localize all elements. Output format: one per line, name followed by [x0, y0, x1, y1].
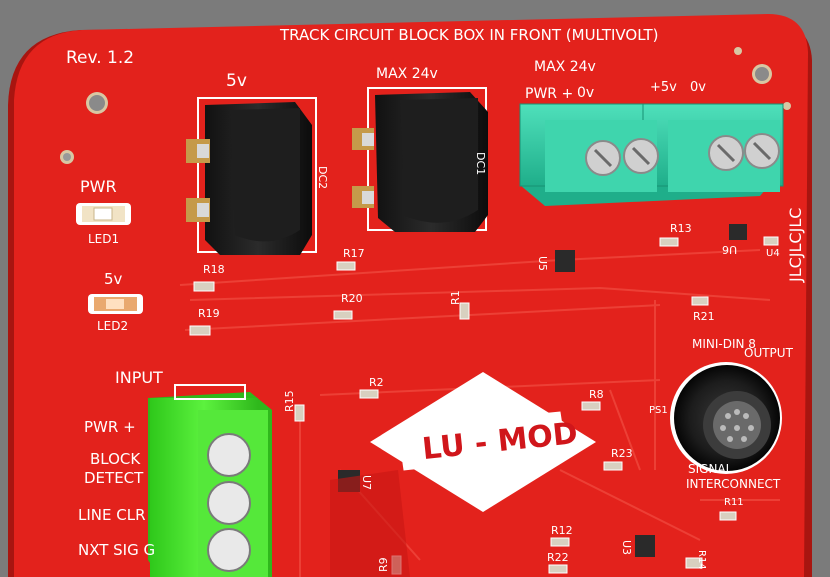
ref-u5: U5	[536, 256, 549, 272]
led1-ref: LED1	[88, 232, 120, 246]
ref-r2: R2	[369, 376, 384, 389]
mounting-holes	[60, 47, 791, 164]
ref-r18: R18	[203, 263, 225, 276]
led2-ref: LED2	[97, 319, 129, 333]
teal-screw-terminals	[519, 103, 784, 206]
interconnect-caption: INTERCONNECT	[686, 477, 781, 491]
dc1-ref: DC1	[474, 152, 487, 176]
input-pin-detect: DETECT	[84, 469, 144, 487]
ref-r9: R9	[377, 557, 390, 572]
ref-r11: R11	[724, 497, 744, 508]
input-pin-line-clr: LINE CLR	[78, 506, 146, 524]
side-code-label: JLCJLCJLC	[786, 207, 805, 282]
input-pin-block: BLOCK	[90, 450, 141, 468]
led1	[76, 203, 131, 225]
revision-label: Rev. 1.2	[66, 48, 135, 68]
signal-caption: SIGNAL	[688, 462, 733, 476]
ref-r20: R20	[341, 292, 363, 305]
ref-r21: R21	[693, 310, 715, 323]
ref-r23: R23	[611, 447, 633, 460]
input-pin-nxt-sig: NXT SIG G	[78, 541, 156, 559]
ref-r19: R19	[198, 307, 220, 320]
terminal-pwr-label: PWR +	[525, 86, 574, 102]
input-pin-pwr: PWR +	[84, 418, 136, 436]
ref-r15: R15	[283, 390, 296, 412]
led-5v-label: 5v	[104, 270, 123, 288]
output-heading: OUTPUT	[744, 346, 793, 360]
pcb-traces	[179, 249, 780, 577]
ref-u6: U6	[722, 243, 738, 256]
ref-r14: R14	[696, 550, 707, 570]
ref-r1: R1	[449, 290, 462, 305]
lower-module	[330, 470, 410, 577]
dc1-power-jack	[352, 87, 488, 232]
input-heading: INPUT	[115, 368, 163, 387]
led-pwr-label: PWR	[80, 177, 117, 196]
ref-r13: R13	[670, 222, 692, 235]
terminal-max-label: MAX 24v	[534, 59, 596, 75]
terminal-0v-b-label: 0v	[690, 80, 706, 95]
lu-mod-logo	[370, 372, 596, 512]
led2	[88, 294, 143, 314]
dc2-ref: DC2	[316, 166, 329, 190]
board-title: TRACK CIRCUIT BLOCK BOX IN FRONT (MULTIV…	[280, 26, 659, 44]
ref-r8: R8	[589, 388, 604, 401]
terminal-0v-a-label: 0v	[577, 85, 595, 101]
green-input-terminal	[148, 384, 272, 577]
ref-r12: R12	[551, 524, 573, 537]
ref-u4: U4	[766, 248, 780, 259]
ref-u3: U3	[620, 540, 633, 556]
dc2-power-jack	[186, 97, 317, 255]
dc2-voltage-label: 5v	[226, 71, 247, 91]
mini-din-label: MINI-DIN 8	[692, 337, 756, 351]
terminal-5v-label: +5v	[650, 80, 677, 95]
ref-r17: R17	[343, 247, 365, 260]
dc1-voltage-label: MAX 24v	[376, 66, 438, 82]
ref-r22: R22	[547, 551, 569, 564]
mini-din-connector	[670, 362, 782, 474]
ref-u7: U7	[360, 475, 373, 491]
ps1-ref: PS1	[649, 405, 668, 416]
